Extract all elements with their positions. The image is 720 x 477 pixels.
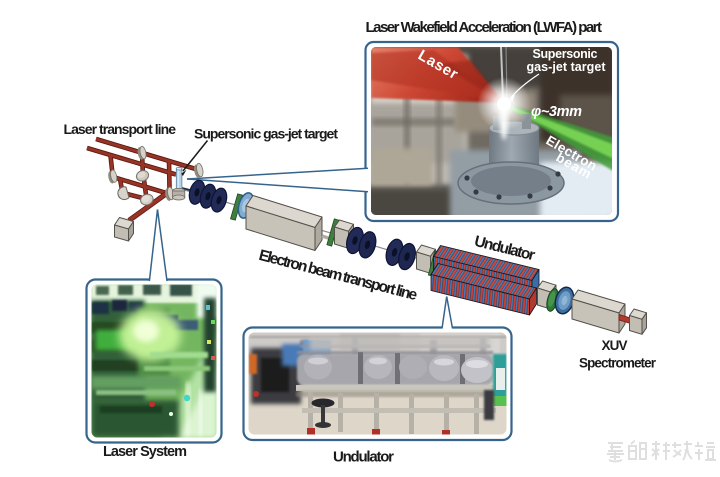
svg-text:Supersonic: Supersonic xyxy=(533,47,598,61)
svg-text:XUV: XUV xyxy=(602,338,628,353)
svg-text:gas-jet target: gas-jet target xyxy=(527,60,607,74)
svg-text:Supersonic gas-jet target: Supersonic gas-jet target xyxy=(194,126,338,142)
svg-text:Undulator: Undulator xyxy=(333,449,394,466)
svg-text:Laser transport line: Laser transport line xyxy=(64,121,177,137)
svg-text:Laser System: Laser System xyxy=(103,444,187,460)
svg-text:Laser Wakefield Acceleration (: Laser Wakefield Acceleration (LWFA) part xyxy=(366,19,603,36)
svg-text:Spectrometer: Spectrometer xyxy=(579,356,657,371)
svg-text:φ~3mm: φ~3mm xyxy=(531,104,582,120)
